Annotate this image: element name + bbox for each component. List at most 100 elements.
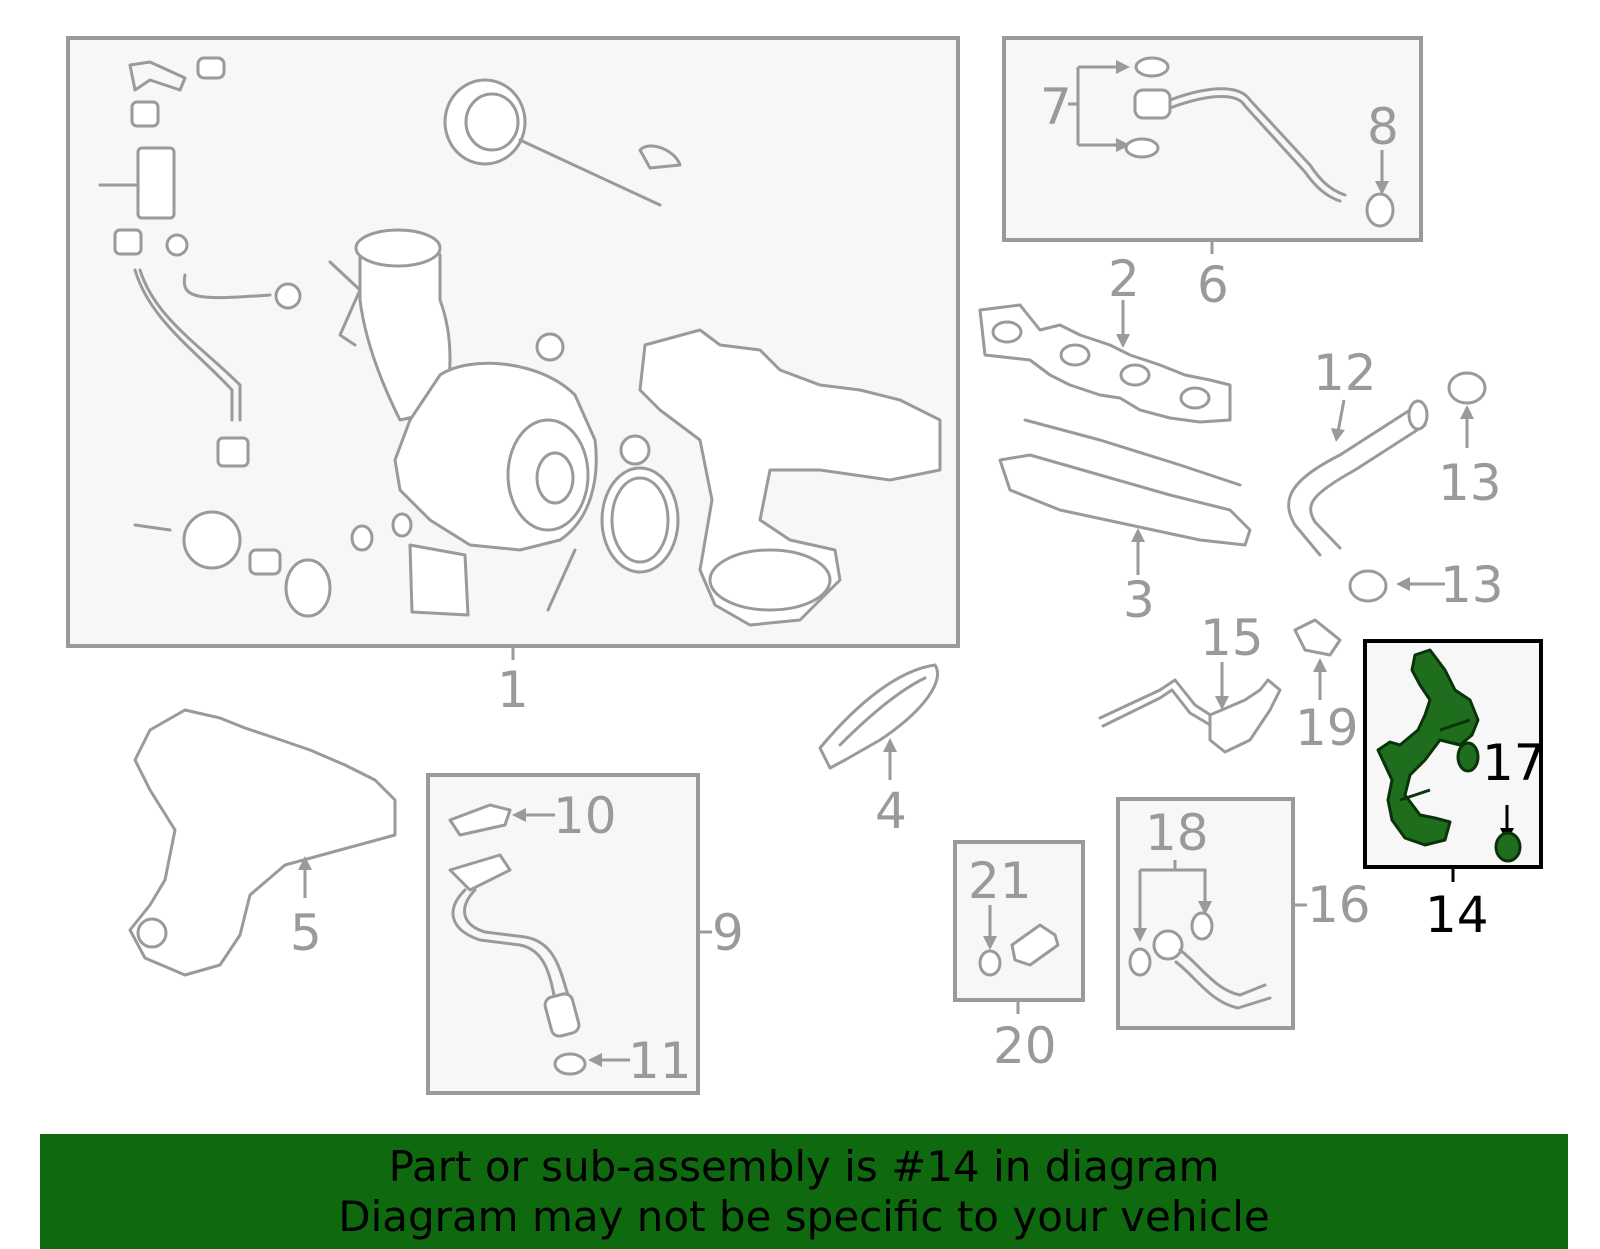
arrow-18b: [1198, 901, 1212, 915]
callout-9[interactable]: 9: [712, 904, 744, 962]
callout-13-upper[interactable]: 13: [1438, 454, 1502, 512]
arrow-5: [298, 856, 312, 870]
callout-15[interactable]: 15: [1200, 609, 1264, 667]
group-3-heat-shield[interactable]: [998, 418, 1252, 575]
clamp-13b-part: [1348, 569, 1388, 603]
heat-shield-5-hole: [136, 917, 168, 949]
arrow-11: [588, 1053, 602, 1067]
callout-16[interactable]: 16: [1307, 876, 1371, 934]
callout-3[interactable]: 3: [1123, 571, 1155, 629]
pipe-9-part: [451, 888, 567, 1027]
arrow-18a: [1133, 928, 1147, 942]
group-9-oil-return-pipe[interactable]: [426, 773, 712, 1095]
arrow-10: [512, 808, 526, 822]
actuator-inner: [464, 92, 520, 152]
vent-hose-part: [128, 60, 187, 92]
callout-18[interactable]: 18: [1145, 804, 1209, 862]
leader-18: [1138, 860, 1207, 932]
flange-9-part: [448, 853, 512, 892]
callout-21[interactable]: 21: [968, 852, 1032, 910]
pipe-9-outline: [463, 888, 580, 1022]
gasket-4-inner: [838, 676, 927, 747]
washer-7a-part: [1134, 56, 1170, 78]
wastegate-actuator-part: [443, 78, 527, 166]
pipe-14-flange: [1456, 741, 1480, 773]
group-15-coolant-fitting[interactable]: [1098, 662, 1282, 754]
callout-14[interactable]: 14: [1425, 886, 1489, 944]
clip-part: [638, 144, 682, 170]
heat-shield-3-part: [998, 453, 1252, 547]
turbo-wheel: [535, 451, 575, 505]
callout-20[interactable]: 20: [993, 1017, 1057, 1075]
seal-11-part: [553, 1052, 587, 1076]
arrow-13b: [1396, 577, 1410, 591]
gasket-port-3: [1119, 363, 1151, 387]
inlet-bracket: [328, 260, 362, 347]
cap-part: [130, 100, 160, 128]
washer-18a-part: [1128, 947, 1152, 977]
callout-10[interactable]: 10: [553, 787, 617, 845]
group-2-manifold-gasket[interactable]: [978, 300, 1232, 424]
group-20-sensor[interactable]: [953, 840, 1085, 1014]
callout-17[interactable]: 17: [1482, 734, 1546, 792]
arrow-8: [1375, 181, 1389, 195]
box-6-frame: [1002, 36, 1423, 242]
callout-5[interactable]: 5: [290, 904, 322, 962]
callout-1[interactable]: 1: [497, 661, 529, 719]
gasket-port-1: [991, 320, 1023, 344]
line-15-part: [1098, 678, 1217, 720]
washer2-part: [391, 512, 413, 538]
turbo-outlet-part: [408, 543, 470, 617]
callout-19[interactable]: 19: [1295, 699, 1359, 757]
arrow-3: [1131, 528, 1145, 542]
banjo-16-part: [1152, 929, 1184, 961]
group-16-pipe[interactable]: [1116, 797, 1307, 1030]
line-15-outline: [1101, 688, 1214, 728]
group-4-gasket[interactable]: [818, 663, 940, 780]
callout-8[interactable]: 8: [1367, 98, 1399, 156]
vacuum-hose-outline: [138, 268, 242, 422]
group-13-clamps[interactable]: [1348, 371, 1487, 603]
pipe-9-end: [543, 992, 581, 1038]
sensor-20-part: [1010, 923, 1060, 967]
seal-17-part: [1494, 831, 1522, 863]
oil-feed-line-outline: [1168, 95, 1342, 203]
arrow-12: [1331, 428, 1345, 442]
callout-7[interactable]: 7: [1040, 78, 1072, 136]
group-12-hose[interactable]: [1287, 399, 1429, 557]
hose-12-part: [1287, 408, 1412, 557]
callout-4[interactable]: 4: [875, 782, 907, 840]
stud-part: [546, 548, 577, 612]
clip-19-part: [1293, 618, 1342, 657]
plug-part: [196, 56, 226, 80]
fitting-part: [274, 282, 302, 310]
group-5-heat-shield[interactable]: [128, 708, 397, 977]
exhaust-manifold-box1-part: [638, 328, 942, 627]
callout-12[interactable]: 12: [1313, 344, 1377, 402]
group-19-clip[interactable]: [1293, 618, 1342, 700]
group-1-turbocharger[interactable]: [66, 36, 960, 648]
callout-11[interactable]: 11: [628, 1032, 692, 1090]
callout-13-lower[interactable]: 13: [1440, 556, 1504, 614]
callout-6[interactable]: 6: [1197, 256, 1229, 314]
gasket-port-2: [1059, 343, 1091, 367]
group-14-coolant-pipe[interactable]: [1363, 639, 1543, 869]
hose-end-part: [216, 436, 250, 468]
arrow-21: [983, 936, 997, 950]
group-6-oil-feed-pipe[interactable]: [1002, 36, 1423, 242]
banjo-fitting-part: [1133, 88, 1172, 120]
solenoid-part: [136, 146, 176, 220]
washer-8-part: [1365, 192, 1395, 228]
turbo-gasket-part: [600, 466, 680, 574]
nut-part: [535, 332, 565, 362]
washer-18b-part: [1190, 911, 1214, 941]
hose-12-end: [1407, 399, 1429, 431]
gasket-2-part: [978, 303, 1232, 424]
callout-2[interactable]: 2: [1108, 250, 1140, 308]
nut2-part: [619, 434, 651, 466]
arrow-19: [1313, 658, 1327, 672]
clamp-13a-part: [1447, 371, 1487, 405]
washer-21-part: [978, 949, 1002, 977]
clamp-part: [113, 228, 143, 256]
